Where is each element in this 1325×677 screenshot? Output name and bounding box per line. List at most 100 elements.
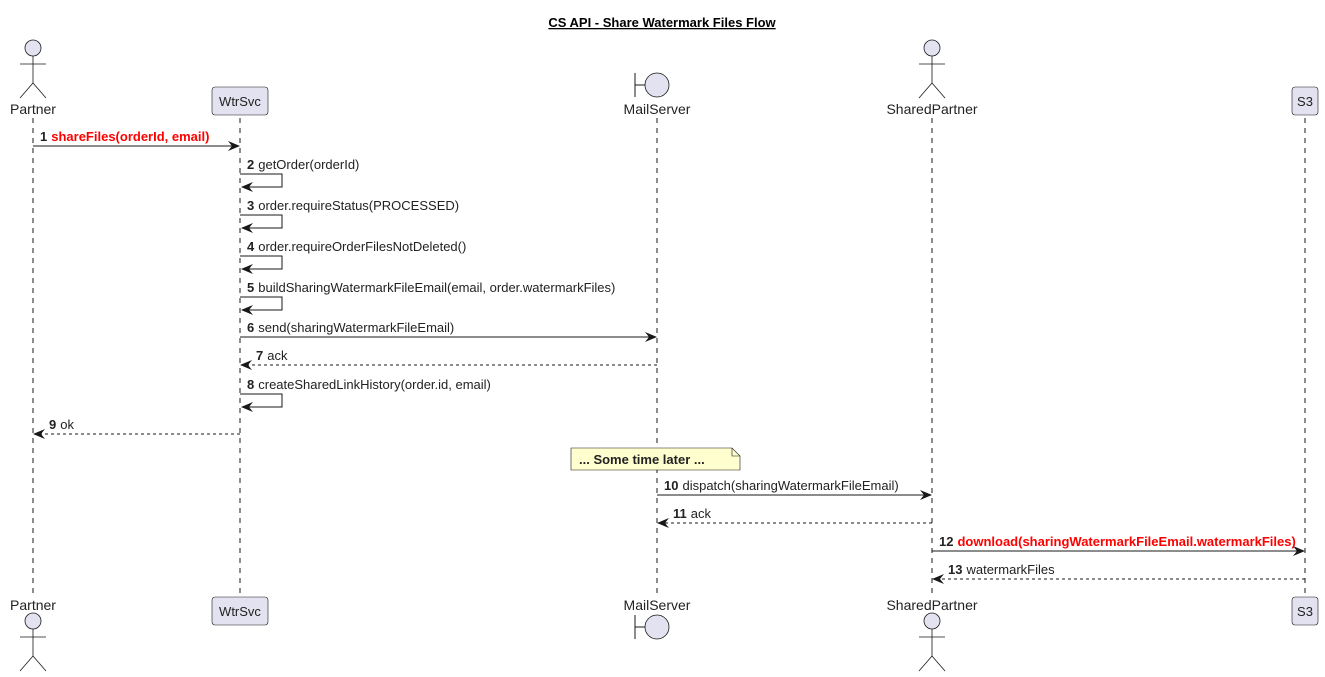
message-arrow <box>240 173 283 192</box>
message-label: 1 shareFiles(orderId, email) <box>40 129 209 144</box>
participant-s3-top: S3 <box>1291 86 1319 116</box>
message-text: ack <box>267 348 288 363</box>
participant-label: MailServer <box>624 597 691 613</box>
actor-leg-left <box>19 655 34 672</box>
message-number: 9 <box>49 417 56 432</box>
actor-figure-icon <box>918 612 946 672</box>
message-arrow <box>240 296 283 315</box>
message-number: 2 <box>247 157 254 172</box>
participant-label: SharedPartner <box>886 597 977 613</box>
message-label: 12 download(sharingWatermarkFileEmail.wat… <box>939 534 1296 549</box>
actor-head <box>24 612 42 630</box>
message-number: 5 <box>247 280 254 295</box>
participant-box <box>211 86 269 116</box>
participant-sharedpartner-bottom: SharedPartner <box>886 597 978 672</box>
message-2: 2 getOrder(orderId) <box>240 157 359 192</box>
diagram-title: CS API - Share Watermark Files Flow <box>548 15 776 30</box>
message-text: download(sharingWatermarkFileEmail.water… <box>957 534 1295 549</box>
participants-top: Partner WtrSvc MailServer SharedPartner S3 <box>10 39 1319 117</box>
message-number: 13 <box>948 562 962 577</box>
participant-s3-bottom: S3 <box>1291 596 1319 626</box>
message-text: buildSharingWatermarkFileEmail(email, or… <box>258 280 615 295</box>
message-label: 7 ack <box>256 348 288 363</box>
message-number: 4 <box>247 239 255 254</box>
participant-label: Partner <box>10 101 56 117</box>
message-5: 5 buildSharingWatermarkFileEmail(email, o… <box>240 280 615 315</box>
actor-leg-right <box>931 655 946 672</box>
message-number: 12 <box>939 534 953 549</box>
message-3: 3 order.requireStatus(PROCESSED) <box>240 198 459 233</box>
message-number: 7 <box>256 348 263 363</box>
message-text: getOrder(orderId) <box>258 157 359 172</box>
note-text: ... Some time later ... <box>579 452 705 467</box>
message-10: 10 dispatch(sharingWatermarkFileEmail) <box>657 478 932 500</box>
actor-figure-icon <box>918 39 946 99</box>
lifelines <box>32 118 1306 595</box>
note-fold <box>731 448 740 457</box>
message-text: send(sharingWatermarkFileEmail) <box>258 320 454 335</box>
participant-mailserver-bottom: MailServer <box>624 597 691 640</box>
message-arrow <box>240 393 283 412</box>
message-1: 1 shareFiles(orderId, email) <box>33 129 240 151</box>
note-box <box>570 447 741 471</box>
actor-figure-icon <box>19 612 47 672</box>
actor-leg-right <box>931 82 946 99</box>
participant-label: Partner <box>10 597 56 613</box>
participant-partner-top: Partner <box>10 39 56 117</box>
participant-wtrsvc-top: WtrSvc <box>211 86 269 116</box>
participant-partner-bottom: Partner <box>10 597 56 672</box>
actor-leg-left <box>918 655 933 672</box>
participant-box <box>1291 86 1319 116</box>
message-number: 10 <box>664 478 678 493</box>
note-layer: ... Some time later ... <box>570 447 741 471</box>
message-12: 12 download(sharingWatermarkFileEmail.wat… <box>932 534 1305 556</box>
message-label: 2 getOrder(orderId) <box>247 157 359 172</box>
message-text: shareFiles(orderId, email) <box>51 129 209 144</box>
actor-leg-right <box>32 655 47 672</box>
message-text: dispatch(sharingWatermarkFileEmail) <box>682 478 898 493</box>
participant-label: SharedPartner <box>886 101 977 117</box>
actor-head <box>923 612 941 630</box>
actor-head <box>923 39 941 57</box>
message-label: 10 dispatch(sharingWatermarkFileEmail) <box>664 478 899 493</box>
message-label: 3 order.requireStatus(PROCESSED) <box>247 198 459 213</box>
participant-label: S3 <box>1297 604 1313 619</box>
message-number: 8 <box>247 377 254 392</box>
message-arrow <box>240 255 283 274</box>
message-number: 11 <box>673 506 687 521</box>
actor-leg-left <box>918 82 933 99</box>
note: ... Some time later ... <box>570 447 741 471</box>
message-label: 5 buildSharingWatermarkFileEmail(email, o… <box>247 280 615 295</box>
message-label: 9 ok <box>49 417 74 432</box>
participant-sharedpartner-top: SharedPartner <box>886 39 978 117</box>
participant-box <box>211 596 269 626</box>
message-text: order.requireOrderFilesNotDeleted() <box>258 239 466 254</box>
message-text: order.requireStatus(PROCESSED) <box>258 198 459 213</box>
message-text: ok <box>60 417 74 432</box>
participant-label: WtrSvc <box>219 94 261 109</box>
message-arrow <box>240 214 283 233</box>
message-label: 11 ack <box>673 506 711 521</box>
participant-label: MailServer <box>624 101 691 117</box>
actor-figure-icon <box>19 39 47 99</box>
message-text: ack <box>691 506 712 521</box>
message-number: 1 <box>40 129 47 144</box>
actor-head <box>24 39 42 57</box>
messages: 1 shareFiles(orderId, email) 2 getOrder(ord… <box>33 129 1305 584</box>
message-number: 3 <box>247 198 254 213</box>
participant-wtrsvc-bottom: WtrSvc <box>211 596 269 626</box>
participant-label: S3 <box>1297 94 1313 109</box>
participant-mailserver-top: MailServer <box>624 72 691 117</box>
message-9: 9 ok <box>33 417 240 439</box>
participant-label: WtrSvc <box>219 604 261 619</box>
actor-leg-left <box>19 82 34 99</box>
